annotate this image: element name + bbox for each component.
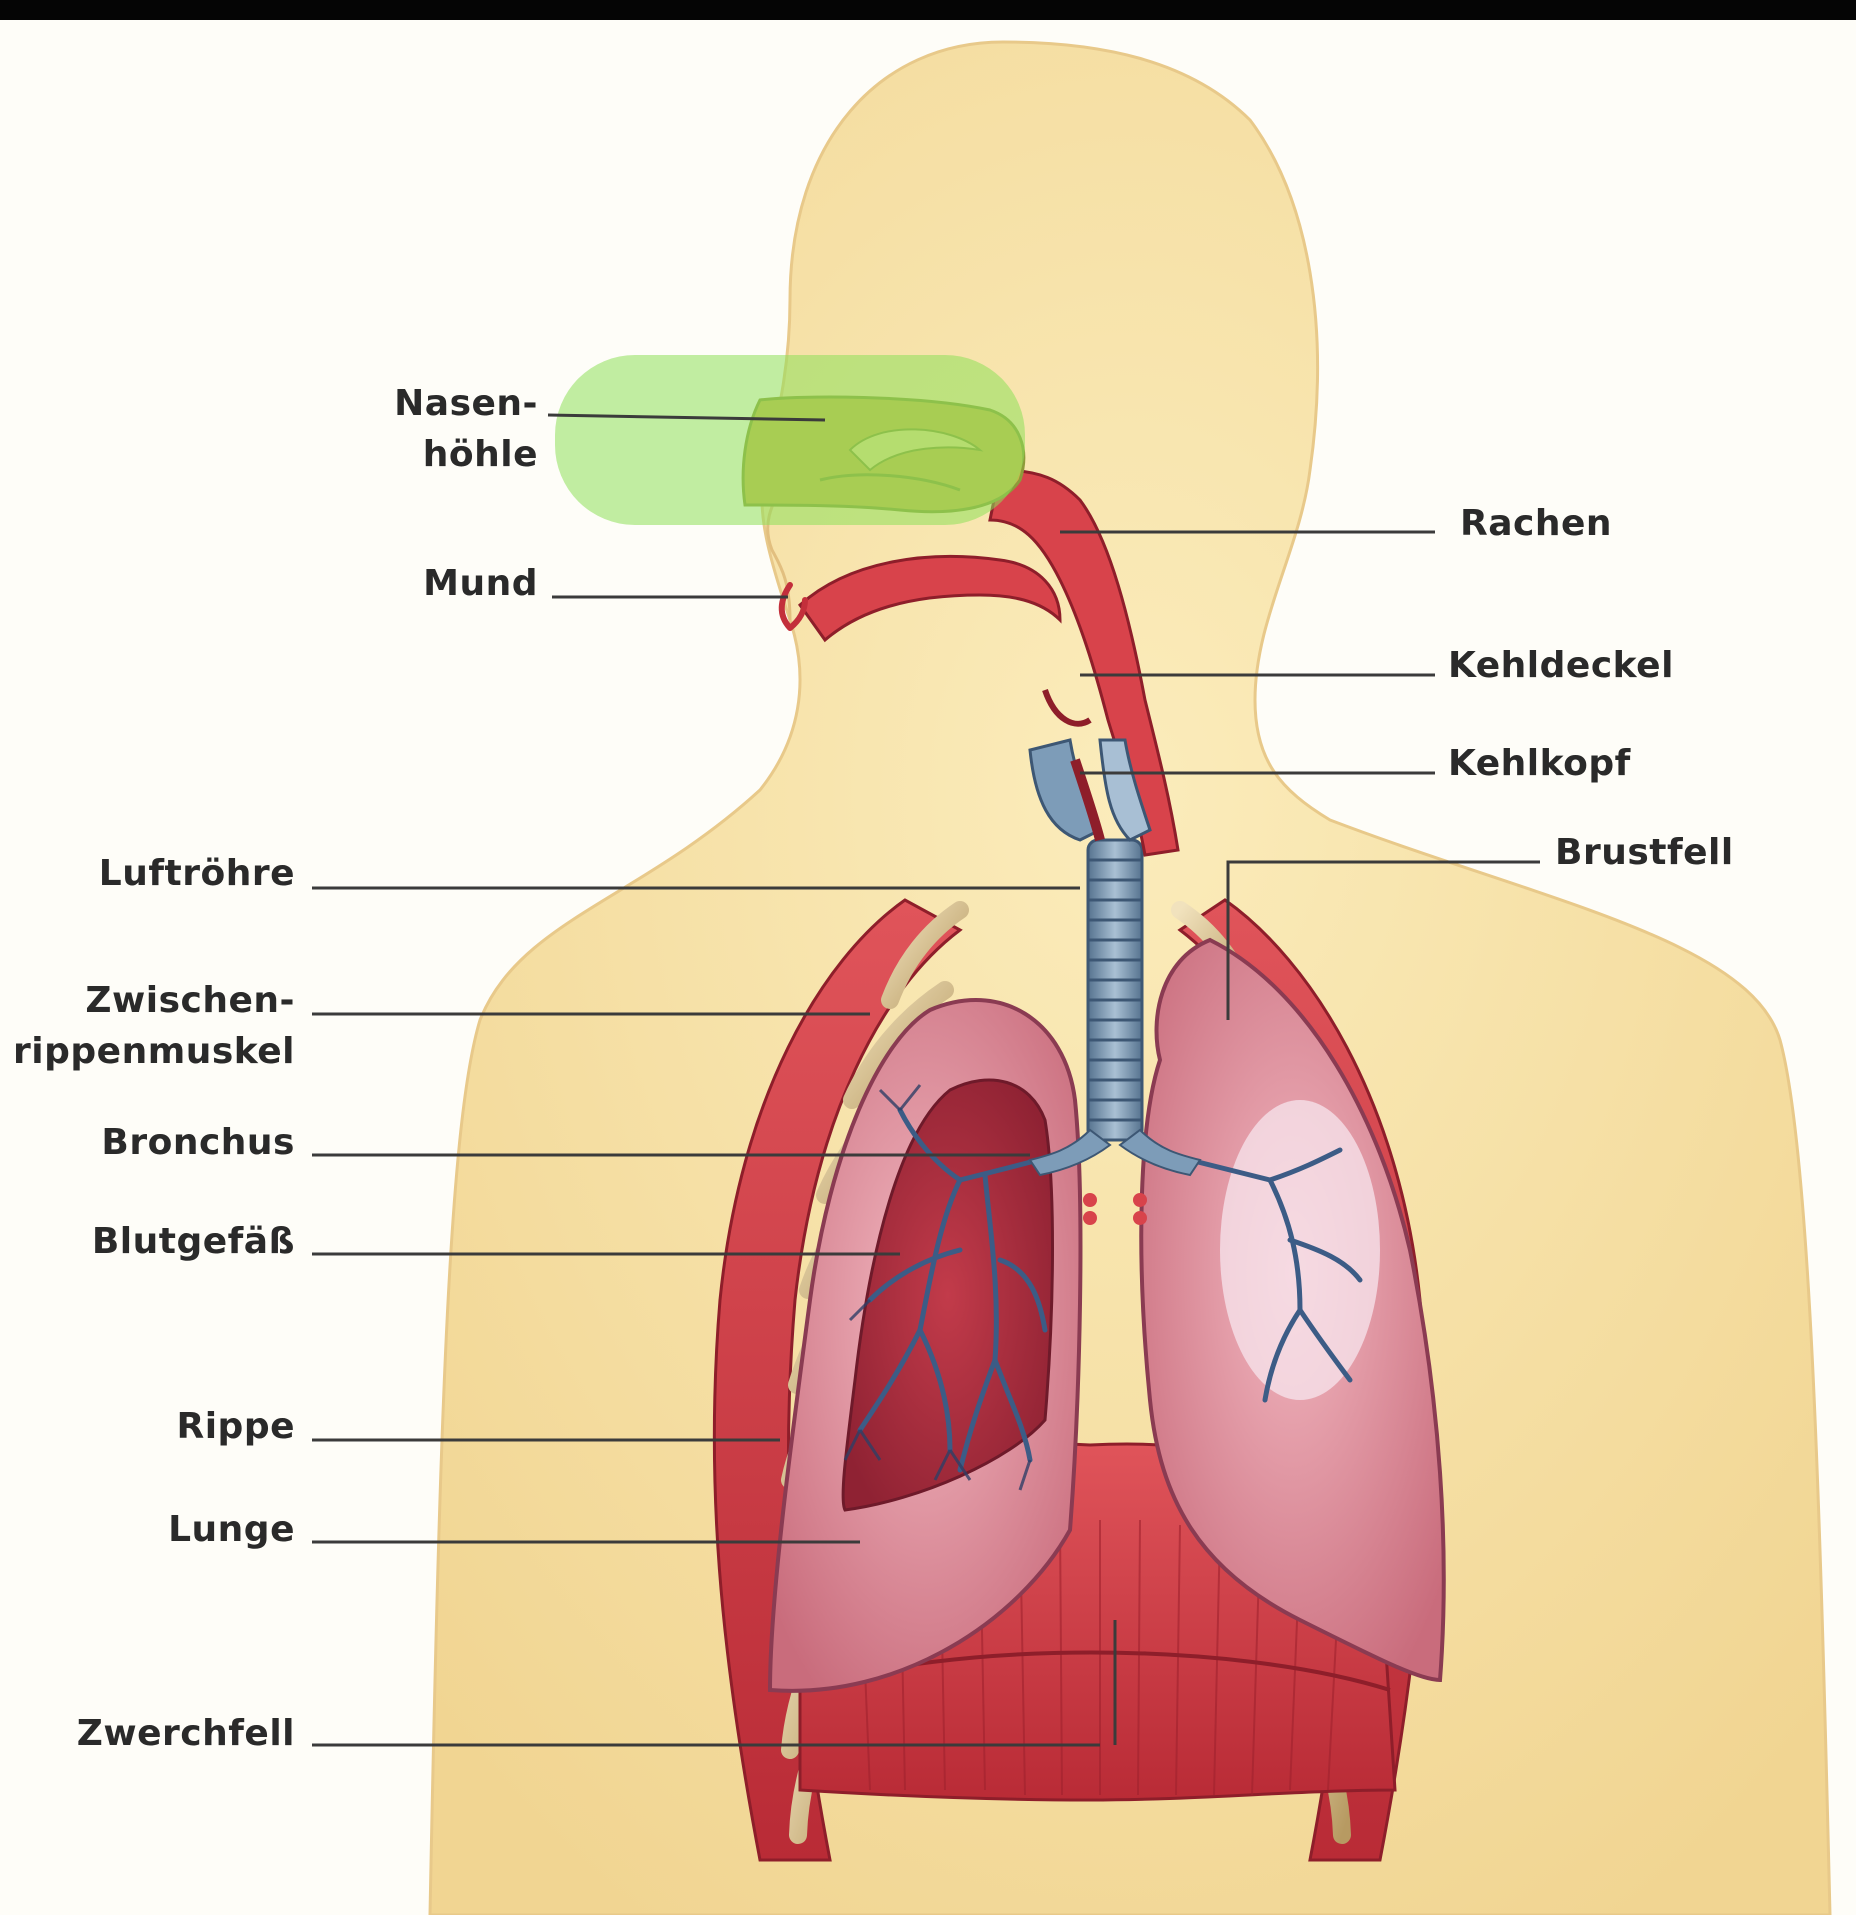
label-kehlkopf: Kehlkopf: [1448, 743, 1631, 784]
label-blutgefaess: Blutgefäß: [92, 1221, 295, 1262]
label-rachen: Rachen: [1460, 503, 1612, 544]
label-zwerchfell: Zwerchfell: [77, 1713, 295, 1754]
label-nasenhoehle-line1: Nasen-: [394, 383, 538, 424]
label-brustfell: Brustfell: [1555, 832, 1734, 873]
label-luftroehre: Luftröhre: [99, 853, 295, 894]
label-zwischenrippenmuskel-line1: Zwischen-: [85, 980, 295, 1021]
label-nasenhoehle-line2: höhle: [423, 434, 538, 475]
label-lunge: Lunge: [168, 1509, 295, 1550]
label-rippe: Rippe: [176, 1406, 295, 1447]
label-kehldeckel: Kehldeckel: [1448, 645, 1674, 686]
label-mund: Mund: [423, 563, 538, 604]
nasal-cavity-highlight: [555, 355, 1025, 525]
label-zwischenrippenmuskel-line2: rippenmuskel: [13, 1031, 295, 1072]
label-bronchus: Bronchus: [101, 1122, 295, 1163]
